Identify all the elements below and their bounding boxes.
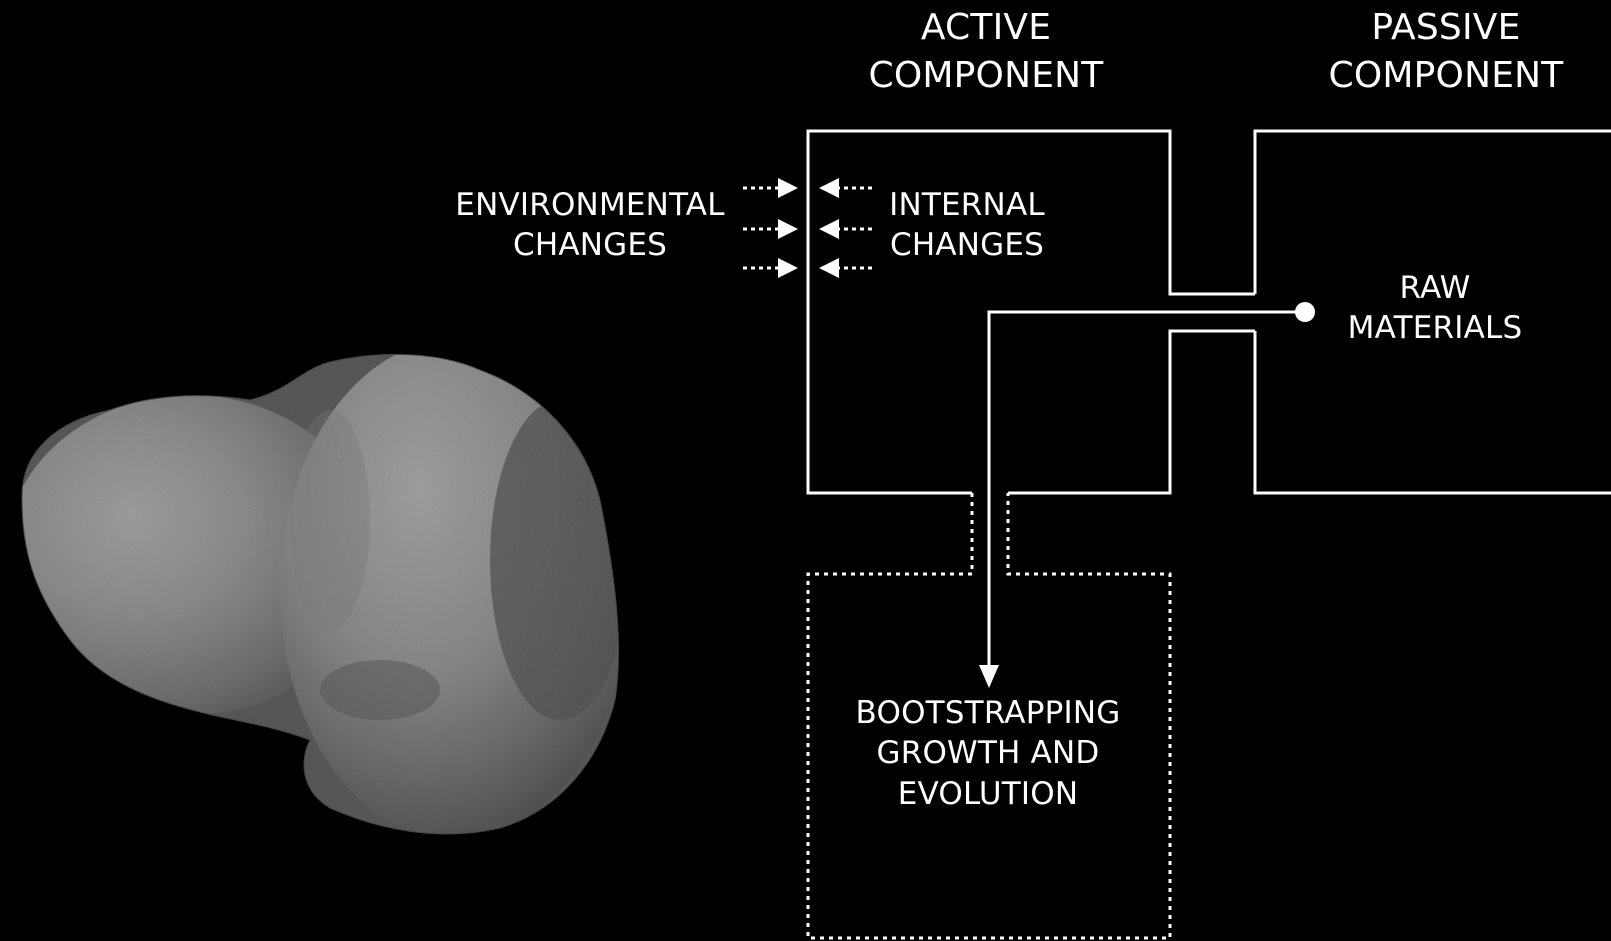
bootstrapping-label: BOOTSTRAPPING GROWTH AND EVOLUTION: [838, 693, 1138, 814]
raw-materials-label: RAW MATERIALS: [1315, 268, 1555, 349]
passive-header-line-2: COMPONENT: [1296, 52, 1596, 100]
boot-label-line-3: EVOLUTION: [838, 774, 1138, 814]
int-label-line-2: CHANGES: [867, 225, 1067, 265]
active-header-line-1: ACTIVE: [836, 4, 1136, 52]
passive-component-box-lower: [1255, 331, 1611, 493]
env-arrowhead-3: [778, 258, 798, 278]
environmental-arrows: [743, 188, 781, 268]
boot-label-line-2: GROWTH AND: [838, 733, 1138, 773]
env-arrowhead-2: [778, 219, 798, 239]
env-arrowhead-1: [778, 178, 798, 198]
raw-label-line-1: RAW: [1315, 268, 1555, 308]
int-arrowhead-3: [819, 258, 839, 278]
passive-header-line-1: PASSIVE: [1296, 4, 1596, 52]
internal-changes-label: INTERNAL CHANGES: [867, 185, 1067, 266]
boot-label-line-1: BOOTSTRAPPING: [838, 693, 1138, 733]
bootstrapping-arrowhead: [979, 665, 999, 688]
environmental-changes-label: ENVIRONMENTAL CHANGES: [440, 185, 740, 266]
active-component-header: ACTIVE COMPONENT: [836, 4, 1136, 100]
int-arrowhead-1: [819, 178, 839, 198]
passive-component-header: PASSIVE COMPONENT: [1296, 4, 1596, 100]
int-label-line-1: INTERNAL: [867, 185, 1067, 225]
raw-label-line-2: MATERIALS: [1315, 308, 1555, 348]
active-component-box-lower: [1008, 331, 1255, 493]
int-arrowhead-2: [819, 219, 839, 239]
asteroid-photo: [0, 340, 640, 840]
active-header-line-2: COMPONENT: [836, 52, 1136, 100]
raw-materials-dot: [1295, 302, 1315, 322]
env-label-line-1: ENVIRONMENTAL: [440, 185, 740, 225]
env-label-line-2: CHANGES: [440, 225, 740, 265]
